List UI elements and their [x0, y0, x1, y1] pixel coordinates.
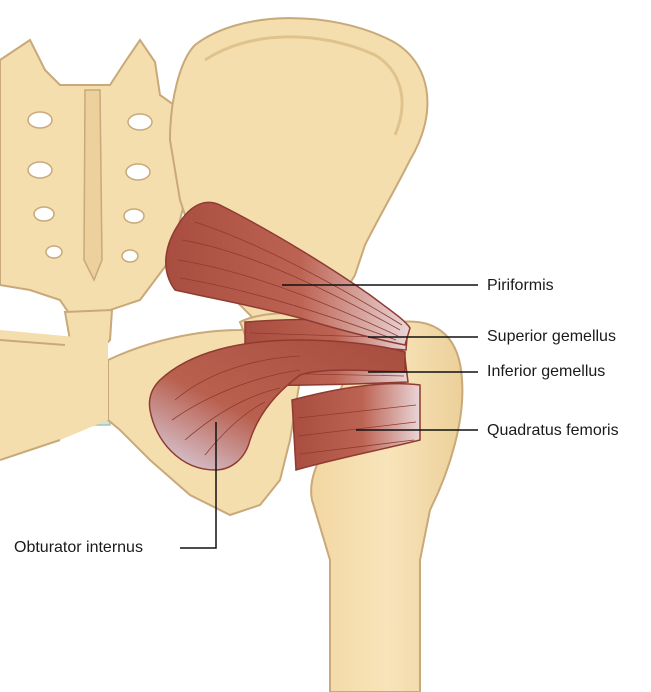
label-piriformis: Piriformis	[487, 276, 554, 296]
label-superior-gemellus: Superior gemellus	[487, 327, 616, 347]
label-inferior-gemellus: Inferior gemellus	[487, 362, 605, 382]
label-quadratus-femoris: Quadratus femoris	[487, 421, 619, 441]
sacrum	[0, 40, 195, 322]
label-obturator-internus: Obturator internus	[14, 538, 143, 558]
